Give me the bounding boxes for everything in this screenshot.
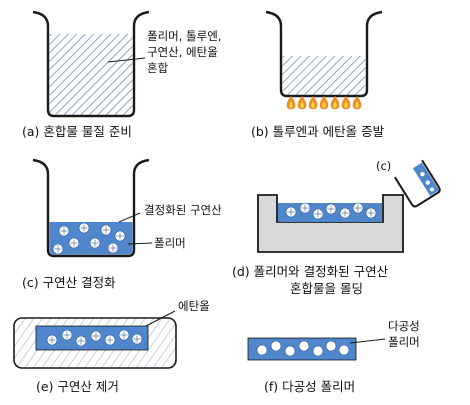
pouring-beaker bbox=[394, 159, 441, 208]
flame-icon bbox=[319, 96, 329, 110]
caption-b: (b) 톨루엔과 에탄올 증발 bbox=[251, 124, 385, 139]
pointer-line-polymer bbox=[127, 242, 153, 245]
flame-icon bbox=[308, 96, 318, 110]
pointer-line-a bbox=[107, 57, 146, 63]
pores-f bbox=[256, 340, 350, 357]
label-crystallized-citric-acid: 결정화된 구연산 bbox=[144, 203, 222, 217]
caption-c: (c) 구연산 결정화 bbox=[22, 275, 116, 290]
beaker-a bbox=[32, 10, 150, 118]
mold-d bbox=[257, 194, 404, 253]
note-line-2: 구연산, 에탄올 bbox=[147, 45, 218, 59]
burner-flames bbox=[286, 96, 362, 110]
flame-icon bbox=[286, 96, 296, 110]
panel-a: 폴리머, 톨루엔, 구연산, 에탄올 혼합 (a) 혼합물 물질 준비 bbox=[22, 10, 221, 139]
caption-d-line-2: 혼합물을 몰딩 bbox=[290, 281, 363, 296]
panel-e: 에탄올 (e) 구연산 제거 bbox=[13, 299, 210, 394]
mixture-liquid-b bbox=[282, 56, 366, 95]
label-porous-line-1: 다공성 bbox=[388, 319, 420, 333]
caption-f: (f) 다공성 폴리머 bbox=[264, 379, 355, 394]
label-ethanol: 에탄올 bbox=[178, 299, 210, 313]
flame-icon bbox=[330, 96, 340, 110]
label-porous-line-2: 폴리머 bbox=[388, 335, 420, 349]
caption-e: (e) 구연산 제거 bbox=[36, 379, 119, 394]
panel-f: 다공성 폴리머 (f) 다공성 폴리머 bbox=[247, 319, 420, 394]
pointer-line-crystal bbox=[118, 212, 141, 223]
mixture-liquid-a bbox=[49, 34, 133, 115]
note-line-3: 혼합 bbox=[147, 61, 169, 75]
pointer-line-porous bbox=[349, 338, 386, 344]
flame-icon bbox=[297, 96, 307, 110]
note-line-1: 폴리머, 톨루엔, bbox=[147, 29, 221, 43]
flame-icon bbox=[352, 96, 362, 110]
panel-c: 결정화된 구연산 폴리머 (c) 구연산 결정화 bbox=[22, 158, 222, 290]
beaker-c bbox=[32, 158, 150, 258]
panel-b: (b) 톨루엔과 에탄올 증발 bbox=[251, 10, 385, 139]
flame-icon bbox=[341, 96, 351, 110]
caption-a: (a) 혼합물 물질 준비 bbox=[22, 124, 132, 139]
beaker-tag-c: (c) bbox=[376, 159, 391, 173]
label-polymer-c: 폴리머 bbox=[154, 236, 186, 250]
caption-d-line-1: (d) 폴리머와 결정화된 구연산 bbox=[232, 264, 389, 279]
panel-d: (c) (d) 폴리머와 결정화된 구연산 혼합물을 몰딩 bbox=[232, 159, 441, 296]
pointer-line-ethanol bbox=[145, 310, 176, 327]
